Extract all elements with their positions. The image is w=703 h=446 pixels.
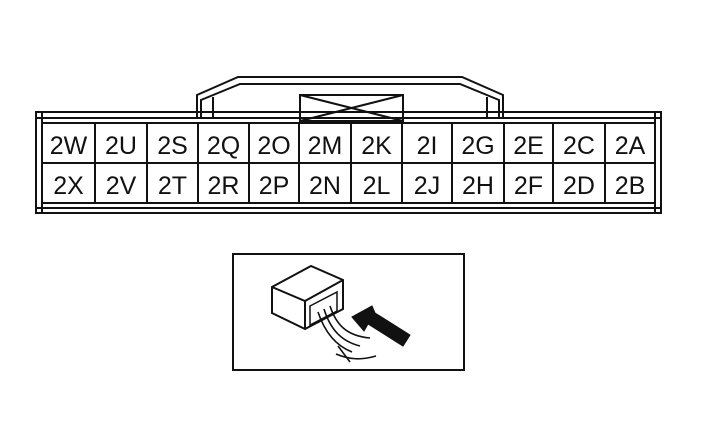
insertion-arrow-icon — [351, 305, 411, 347]
terminal-label-2o: 2O — [257, 132, 290, 160]
terminal-label-2f: 2F — [514, 172, 543, 200]
terminal-labels: 2W 2U 2S 2Q 2O 2M 2K 2I 2G 2E 2C 2A 2X 2V 2T 2R 2P 2N 2L 2J… — [50, 132, 646, 200]
terminal-label-2j: 2J — [414, 172, 440, 200]
terminal-label-2g: 2G — [461, 132, 494, 160]
terminal-label-2r: 2R — [208, 172, 240, 200]
terminal-label-2e: 2E — [513, 132, 544, 160]
terminal-grid — [41, 122, 656, 204]
terminal-label-2u: 2U — [105, 132, 137, 160]
probe-insertion-inset — [232, 253, 465, 371]
terminal-label-2i: 2I — [417, 132, 438, 160]
terminal-label-2k: 2K — [361, 132, 392, 160]
terminal-label-2c: 2C — [563, 132, 595, 160]
terminal-label-2q: 2Q — [207, 132, 240, 160]
terminal-label-2s: 2S — [157, 132, 188, 160]
terminal-label-2l: 2L — [363, 172, 391, 200]
terminal-label-2p: 2P — [259, 172, 290, 200]
terminal-label-2d: 2D — [563, 172, 595, 200]
terminal-label-2x: 2X — [53, 172, 84, 200]
terminal-label-2v: 2V — [106, 172, 137, 200]
terminal-label-2b: 2B — [615, 172, 646, 200]
terminal-label-2w: 2W — [50, 132, 88, 160]
terminal-label-2h: 2H — [462, 172, 494, 200]
terminal-label-2m: 2M — [308, 132, 343, 160]
terminal-label-2a: 2A — [615, 132, 646, 160]
terminal-label-2n: 2N — [309, 172, 341, 200]
terminal-label-2t: 2T — [158, 172, 187, 200]
connector-body — [35, 76, 662, 214]
blocked-cavity-marker — [299, 94, 404, 122]
